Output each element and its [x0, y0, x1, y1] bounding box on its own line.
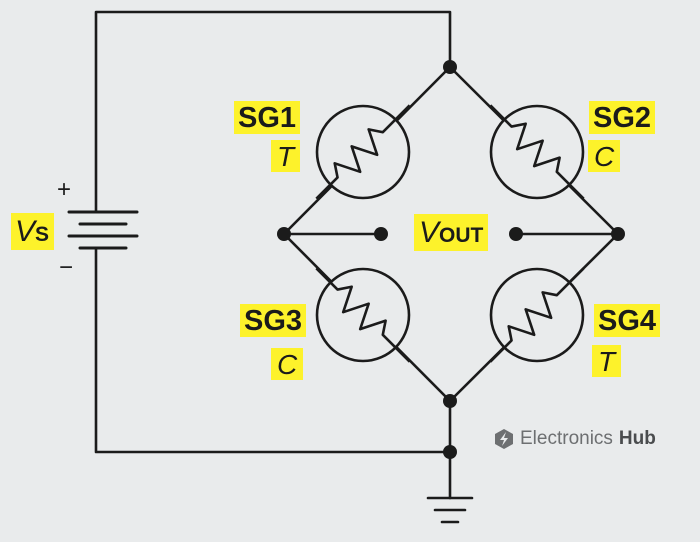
strain-gauge-sg4: [489, 267, 585, 363]
junction-left: [277, 227, 291, 241]
sg4-label: SG4: [594, 304, 661, 337]
vout-label-sub: OUT: [439, 224, 484, 247]
sg2-label: SG2: [589, 101, 656, 134]
vs-label-sub: S: [35, 223, 50, 246]
battery-plus-sign: +: [57, 176, 72, 203]
brand-name: Electronics: [520, 428, 613, 449]
sg1-label: SG1: [234, 101, 301, 134]
strain-gauge-sg2: [489, 104, 585, 200]
electronics-hub-logo-icon: [495, 429, 513, 449]
vout-terminal-left: [374, 227, 388, 241]
vout-label: VOUT: [414, 214, 489, 251]
battery-symbol: [67, 210, 139, 250]
junction-ground: [443, 445, 457, 459]
junction-right: [611, 227, 625, 241]
brand-name-bold: Hub: [618, 428, 656, 449]
sg3-label: SG3: [240, 304, 307, 337]
junction-bottom: [443, 394, 457, 408]
battery-minus-sign: −: [59, 254, 74, 281]
vout-terminal-right: [509, 227, 523, 241]
vs-label: VS: [11, 213, 55, 250]
sg2-type-label: C: [588, 140, 621, 172]
top-supply-wire: [94, 10, 452, 214]
junction-top: [443, 60, 457, 74]
vs-label-main: V: [15, 215, 36, 248]
sg4-type-label: T: [592, 345, 622, 377]
vout-label-main: V: [419, 216, 440, 249]
sg1-type-label: T: [271, 140, 301, 172]
ground-symbol: [426, 496, 474, 524]
sg3-type-label: C: [271, 348, 304, 380]
strain-gauge-sg3: [315, 267, 411, 363]
bottom-supply-wire: [94, 246, 452, 454]
strain-gauge-sg1: [315, 104, 411, 200]
